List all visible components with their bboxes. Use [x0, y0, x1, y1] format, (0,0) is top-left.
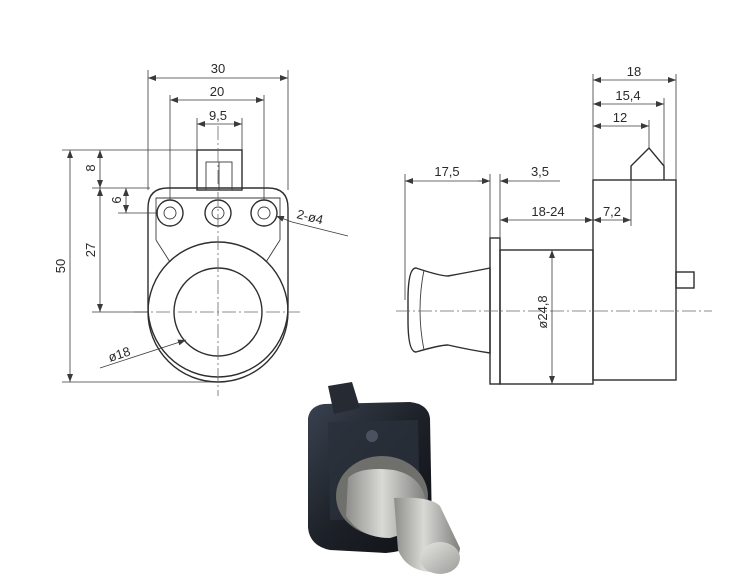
- side-view: 18 15,4 12 17,5 3,5 18-24 7,2 ø24,8: [396, 64, 712, 385]
- mounting-hole-left: [156, 199, 184, 227]
- dim-hole-spacing: 20: [210, 84, 224, 99]
- front-top-tab: [196, 149, 243, 191]
- mounting-hole-right: [250, 199, 278, 227]
- dim-tab-width: 9,5: [209, 108, 227, 123]
- dim-hole-to-center: 27: [83, 243, 98, 257]
- dim-panel-thickness: 18-24: [531, 204, 564, 219]
- side-knob: [407, 267, 491, 354]
- dim-flange: 3,5: [531, 164, 549, 179]
- side-latch-tooth: [630, 146, 665, 180]
- side-pin: [675, 271, 695, 289]
- dim-depth-2: 15,4: [615, 88, 640, 103]
- dim-tab-height: 8: [83, 164, 98, 171]
- dim-hole-offset: 6: [109, 196, 124, 203]
- knob-shape: [336, 456, 460, 574]
- product-photo: [290, 378, 472, 578]
- dim-body-diameter: ø24,8: [535, 295, 550, 328]
- dim-overall-width: 30: [211, 61, 225, 76]
- dim-overall-height: 50: [53, 259, 68, 273]
- dim-depth-3: 12: [613, 110, 627, 125]
- dim-bore: ø18: [106, 344, 132, 365]
- dim-button-length: 17,5: [434, 164, 459, 179]
- dim-overall-depth: 18: [627, 64, 641, 79]
- dim-holes-callout: 2-ø4: [295, 206, 325, 227]
- front-body-outline: [147, 187, 289, 378]
- dim-housing-step: 7,2: [603, 204, 621, 219]
- front-view: 30 20 9,5 8 6 27 50 2-ø4 ø18: [53, 61, 349, 396]
